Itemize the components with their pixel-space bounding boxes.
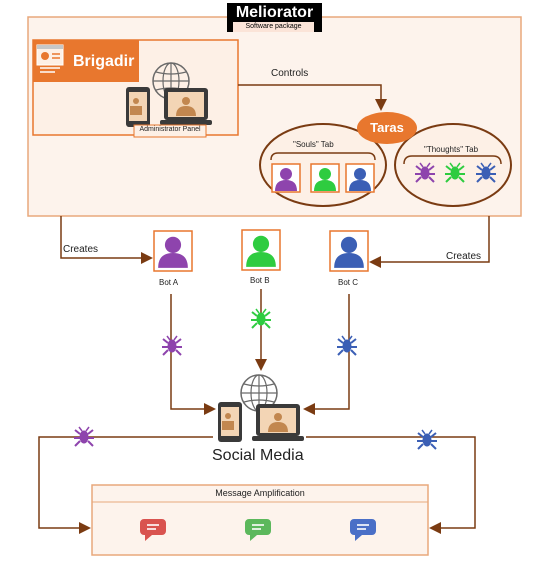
person-icon <box>310 163 340 193</box>
bot-c-avatar <box>329 230 369 272</box>
bug-icon <box>161 335 183 356</box>
admin-panel-label-box <box>133 124 207 138</box>
meliorator-title: Meliorator Software package <box>227 3 322 32</box>
bot-c-label: Bot C <box>338 278 359 287</box>
bot-a-avatar <box>153 230 193 272</box>
person-icon <box>271 163 301 193</box>
bot-b-avatar <box>241 229 281 271</box>
device-icon <box>160 88 212 125</box>
brigadir-label: Brigadir <box>73 53 135 70</box>
creates-right-label: Creates <box>446 251 482 262</box>
device-icon <box>252 404 304 441</box>
thoughts-tab-ellipse <box>394 123 512 207</box>
meliorator-name: Meliorator <box>235 4 314 21</box>
browser-window-icon <box>36 44 64 73</box>
bot-c-connector <box>303 294 350 415</box>
creates-left-label: Creates <box>63 244 99 255</box>
controls-label: Controls <box>271 68 309 79</box>
social-media-label: Social Media <box>212 447 304 464</box>
souls-tab-label: "Souls" Tab <box>293 140 334 149</box>
taras-label: Taras <box>370 120 404 135</box>
device-icon <box>218 402 242 442</box>
thoughts-tab-label: "Thoughts" Tab <box>424 145 479 154</box>
amplify-left-arrow <box>38 436 213 534</box>
admin-panel-label: Administrator Panel <box>139 126 201 133</box>
person-icon <box>345 163 375 193</box>
meliorator-subtitle: Software package <box>233 22 314 32</box>
device-icon <box>126 87 150 127</box>
souls-bracket <box>270 152 376 161</box>
controls-arrow <box>238 84 387 111</box>
bug-icon <box>416 429 438 450</box>
bot-b-label: Bot B <box>250 276 270 285</box>
creates-left-arrow <box>60 216 153 264</box>
bot-a-connector <box>170 294 216 415</box>
amplify-right-arrow <box>306 436 476 534</box>
thoughts-bracket <box>403 155 502 165</box>
bug-icon <box>336 335 358 356</box>
taras-node <box>357 112 417 144</box>
message-amplification-label: Message Amplification <box>215 488 305 498</box>
bot-a-label: Bot A <box>159 278 179 287</box>
creates-right-arrow <box>369 216 490 268</box>
